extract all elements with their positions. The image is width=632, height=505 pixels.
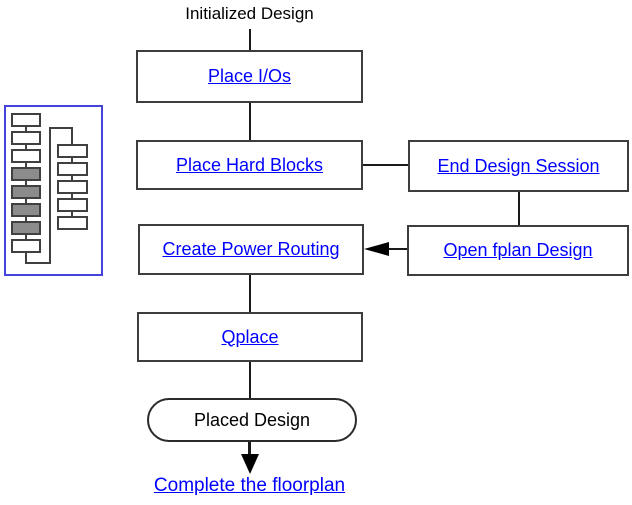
arrow-shaft-placed-to-complete (248, 442, 251, 455)
node-qplace: Qplace (137, 312, 363, 362)
qplace-link[interactable]: Qplace (221, 326, 279, 347)
open-fplan-design-link[interactable]: Open fplan Design (443, 240, 593, 260)
connector-place-ios-to-hard-blocks (249, 103, 251, 140)
place-ios-link[interactable]: Place I/Os (207, 66, 292, 86)
connector-hard-blocks-to-end-session (363, 164, 408, 166)
complete-floorplan-container: Complete the floorplan (136, 475, 363, 497)
node-create-power-routing: Create Power Routing (138, 224, 364, 275)
connector-power-routing-to-qplace (249, 275, 251, 312)
connector-qplace-to-placed-design (249, 362, 251, 398)
arrowhead-down-icon (241, 454, 259, 474)
node-place-ios: Place I/Os (136, 50, 363, 103)
start-label: Initialized Design (185, 4, 314, 23)
connector-end-session-to-open-fplan (518, 192, 520, 225)
floorplan-schematic-icon (4, 105, 103, 276)
node-place-hard-blocks: Place Hard Blocks (136, 140, 363, 190)
connector-open-fplan-to-power-routing (388, 248, 407, 250)
placed-design-label: Placed Design (193, 409, 311, 430)
complete-floorplan-link[interactable]: Complete the floorplan (153, 475, 346, 496)
arrowhead-left-icon (364, 242, 389, 256)
node-open-fplan-design: Open fplan Design (407, 225, 629, 276)
node-end-design-session: End Design Session (408, 140, 629, 192)
place-hard-blocks-link[interactable]: Place Hard Blocks (175, 154, 324, 175)
connector-start-to-place-ios (249, 29, 251, 50)
node-placed-design: Placed Design (147, 398, 357, 442)
end-design-session-link[interactable]: End Design Session (437, 155, 600, 176)
create-power-routing-link[interactable]: Create Power Routing (162, 239, 340, 259)
